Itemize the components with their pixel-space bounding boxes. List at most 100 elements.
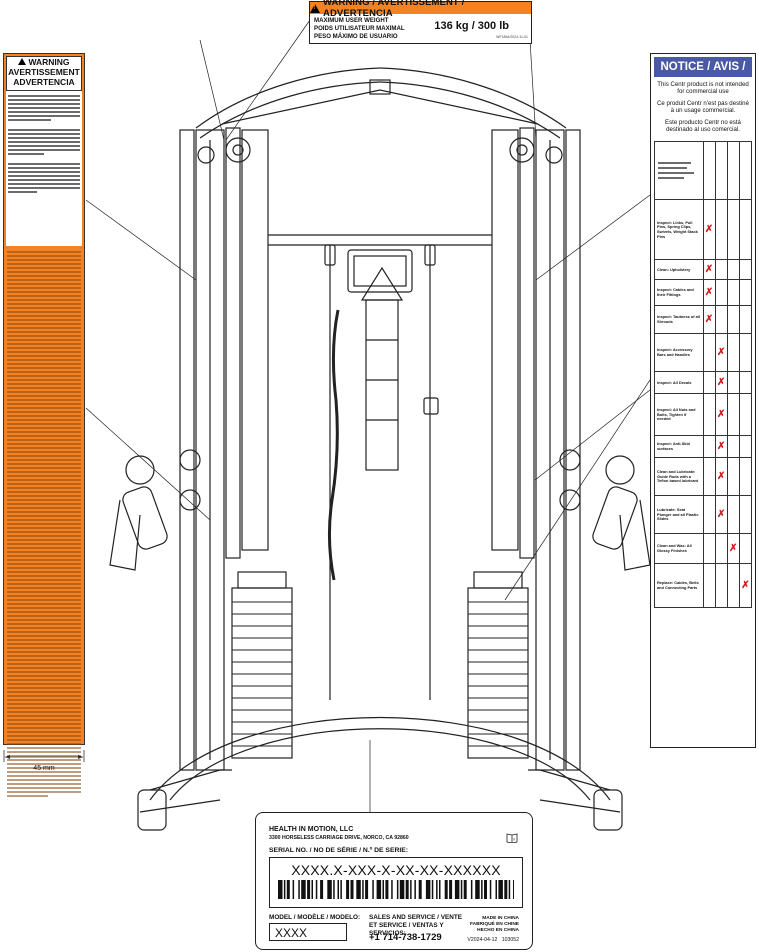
maintenance-row: Inspect: All Decals✗ (654, 371, 753, 395)
frequency-cell: ✗ (738, 563, 753, 609)
weight-line-es: PESO MÁXIMO DE USUARIO (314, 33, 398, 40)
maintenance-row: Clean and Wax: All Glossy Finishes ✗ (654, 533, 753, 565)
check-x-mark-icon: ✗ (729, 543, 738, 555)
barcode-bar (470, 880, 473, 899)
frequency-cell (726, 495, 740, 535)
frequency-cell (714, 199, 728, 261)
maintenance-table: Inspect: Links, Pull Pins, Spring Clips,… (654, 141, 753, 609)
frequency-cell (738, 533, 753, 565)
barcode-bar (498, 880, 503, 899)
frequency-cell: ✗ (714, 457, 728, 497)
maintenance-row: Inspect: All Nuts and Bolts, Tighten if … (654, 393, 753, 437)
barcode-bar (365, 880, 369, 899)
frequency-cell (726, 563, 740, 609)
frequency-cell (738, 305, 753, 335)
frequency-cell: ✗ (714, 495, 728, 535)
made-in-en: MADE IN CHINA (482, 916, 519, 921)
barcode-bar (391, 880, 393, 899)
check-x-mark-icon: ✗ (716, 509, 726, 521)
barcode-bar (320, 880, 324, 899)
frequency-cell (714, 305, 728, 335)
maintenance-task: Clean and Wax: All Glossy Finishes (657, 543, 692, 553)
barcode-bar (333, 880, 335, 899)
barcode-bar (385, 880, 389, 899)
frequency-cell (738, 457, 753, 497)
maintenance-task: Clean: Upholstery (657, 266, 691, 272)
check-x-mark-icon: ✗ (716, 471, 726, 483)
barcode-bar (475, 880, 480, 899)
barcode-bar (286, 880, 290, 899)
maintenance-task: Inspect: Accessory Bars and Handles (657, 347, 693, 357)
barcode-bar (463, 880, 467, 899)
barcode-bar (346, 880, 350, 899)
made-in-fr: FABRIQUÉ EN CHINE (469, 922, 519, 927)
warning-triangle-icon (18, 58, 27, 65)
barcode-bar (350, 880, 354, 899)
maintenance-task: Inspect: Cables and their Fittings (657, 287, 694, 297)
maintenance-task: Clean and Lubricate: Guide Rods with a T… (657, 469, 699, 484)
barcode-bar (481, 880, 483, 899)
warning-title-es: ADVERTENCIA (13, 77, 75, 87)
frequency-cell: ✗ (702, 199, 716, 261)
made-in-es: HECHO EN CHINA (477, 928, 519, 933)
frequency-cell: ✗ (714, 333, 728, 373)
notice-message-es: Este producto Centr no está destinado al… (665, 118, 741, 134)
dimension-value: 45 mm (33, 765, 55, 772)
check-x-mark-icon: ✗ (741, 580, 750, 592)
check-x-mark-icon: ✗ (704, 224, 714, 236)
frequency-cell: ✗ (726, 533, 740, 565)
maintenance-task: Inspect: Tautness of all Shrouds (657, 314, 700, 324)
serial-plate: HEALTH IN MOTION, LLC 3300 HORSELESS CAR… (255, 812, 533, 950)
frequency-cell (726, 435, 740, 459)
maintenance-row: Lubricate: Seat Plunger and all Plastic … (654, 495, 753, 535)
company-name: HEALTH IN MOTION, LLC (269, 826, 354, 833)
label-width-dimension: 45 mm (3, 750, 85, 775)
version-value: V2024-04-12 (467, 937, 498, 943)
barcode-bar (362, 880, 364, 899)
barcode-bar (439, 880, 441, 899)
serial-barcode (278, 880, 514, 899)
frequency-cell (726, 199, 740, 261)
frequency-cell: ✗ (702, 259, 716, 281)
weight-label-code: WF1854/2024-11-01 (496, 35, 528, 39)
weight-label-title: WARNING / AVERTISSEMENT / ADVERTENCIA (323, 0, 465, 19)
barcode-bar (301, 880, 306, 899)
frequency-cell: ✗ (714, 435, 728, 459)
frequency-cell (702, 393, 716, 437)
frequency-cell (714, 533, 728, 565)
barcode-bar (425, 880, 431, 899)
frequency-cell (702, 533, 716, 565)
service-label: SALES AND SERVICE / VENTE ET SERVICE / V… (369, 914, 463, 937)
maintenance-row: Inspect: Links, Pull Pins, Spring Clips,… (654, 199, 753, 261)
frequency-cell (702, 371, 716, 395)
barcode-bar (340, 880, 342, 899)
maintenance-task: Replace: Cables, Belts and Connecting Pa… (657, 580, 699, 590)
barcode-bar (444, 880, 448, 899)
barcode-bar (495, 880, 497, 899)
notice-title: NOTICE / AVIS / AVISO (654, 57, 752, 93)
maintenance-row: Inspect: Accessory Bars and Handles ✗ (654, 333, 753, 373)
frequency-cell (702, 333, 716, 373)
frequency-cell (738, 333, 753, 373)
maintenance-row: Inspect: Cables and their Fittings✗ (654, 279, 753, 307)
maintenance-row: Replace: Cables, Belts and Connecting Pa… (654, 563, 753, 609)
barcode-bar (454, 880, 460, 899)
frequency-cell (738, 259, 753, 281)
barcode-bar (414, 880, 416, 899)
warning-white-text-block (6, 91, 82, 246)
frequency-cell (714, 259, 728, 281)
frequency-cell (738, 199, 753, 261)
maintenance-task: Inspect: All Decals (657, 379, 692, 385)
maintenance-table-header (654, 141, 753, 201)
warning-label: WARNING AVERTISSEMENT ADVERTENCIA (3, 53, 85, 797)
weight-line-fr: POIDS UTILISATEUR MAXIMAL (314, 25, 405, 32)
maintenance-row: Inspect: Tautness of all Shrouds✗ (654, 305, 753, 335)
barcode-bar (372, 880, 374, 899)
warning-orange-text-block (4, 246, 84, 802)
check-x-mark-icon: ✗ (716, 409, 726, 421)
frequency-cell: ✗ (714, 393, 728, 437)
frequency-cell (726, 393, 740, 437)
barcode-bar (396, 880, 399, 899)
maintenance-row: Clean and Lubricate: Guide Rods with a T… (654, 457, 753, 497)
